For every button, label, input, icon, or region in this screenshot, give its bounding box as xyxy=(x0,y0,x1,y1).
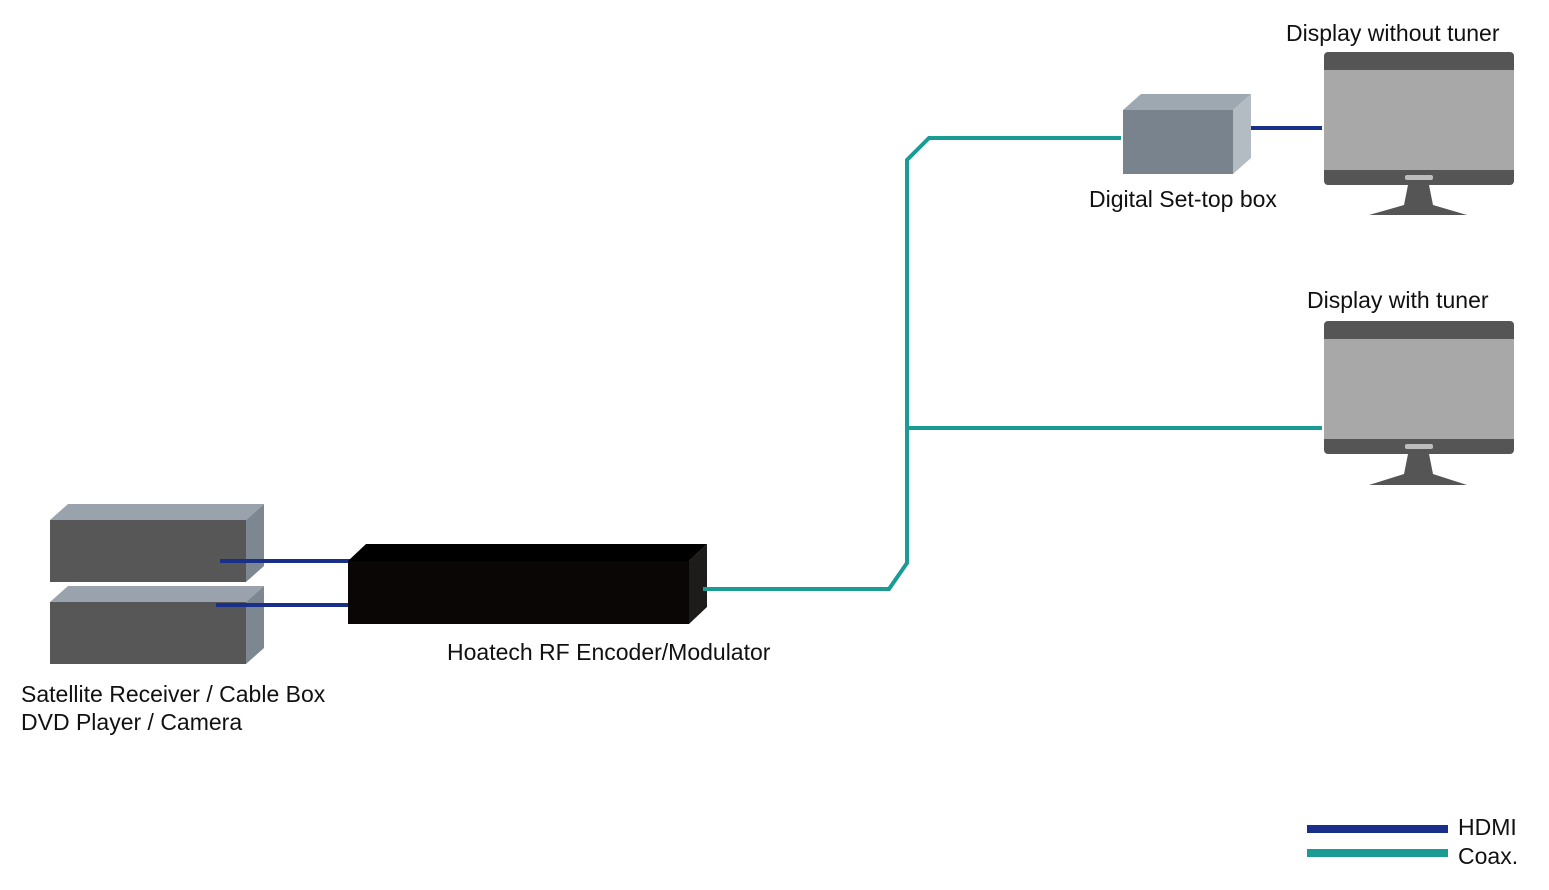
source-devices xyxy=(50,504,264,664)
monitor-screen xyxy=(1324,70,1514,170)
encoder-side xyxy=(689,544,707,624)
source-device-lower-icon xyxy=(50,586,264,664)
monitor-screen xyxy=(1324,339,1514,439)
label-display-without-tuner: Display without tuner xyxy=(1286,20,1500,46)
display-without-tuner-icon xyxy=(1324,52,1514,215)
monitor-stand xyxy=(1369,185,1467,215)
monitor-logo-slot xyxy=(1405,175,1433,180)
encoder-front xyxy=(348,561,689,624)
label-display-with-tuner: Display with tuner xyxy=(1307,287,1489,313)
set-top-box-icon xyxy=(1123,94,1251,174)
encoder-top xyxy=(348,544,707,561)
source-lower-top xyxy=(50,586,264,602)
label-sources-line2: DVD Player / Camera xyxy=(21,709,242,735)
label-digital-set-top-box: Digital Set-top box xyxy=(1089,186,1277,212)
settop-top xyxy=(1123,94,1251,110)
settop-side xyxy=(1233,94,1251,174)
label-sources-line1: Satellite Receiver / Cable Box xyxy=(21,681,326,707)
coax-cable-trunk xyxy=(703,136,1121,591)
display-with-tuner-icon xyxy=(1324,321,1514,485)
monitor-logo-slot xyxy=(1405,444,1433,449)
monitor-stand xyxy=(1369,454,1467,485)
legend-coax-label: Coax. xyxy=(1458,843,1518,869)
source-upper-top xyxy=(50,504,264,520)
source-lower-front xyxy=(50,602,246,664)
source-device-upper-icon xyxy=(50,504,264,582)
label-encoder: Hoatech RF Encoder/Modulator xyxy=(447,639,771,665)
legend-hdmi-label: HDMI xyxy=(1458,814,1517,840)
encoder-icon xyxy=(348,544,707,624)
legend: HDMI Coax. xyxy=(1307,814,1518,869)
source-upper-front xyxy=(50,520,246,582)
settop-front xyxy=(1123,110,1233,174)
